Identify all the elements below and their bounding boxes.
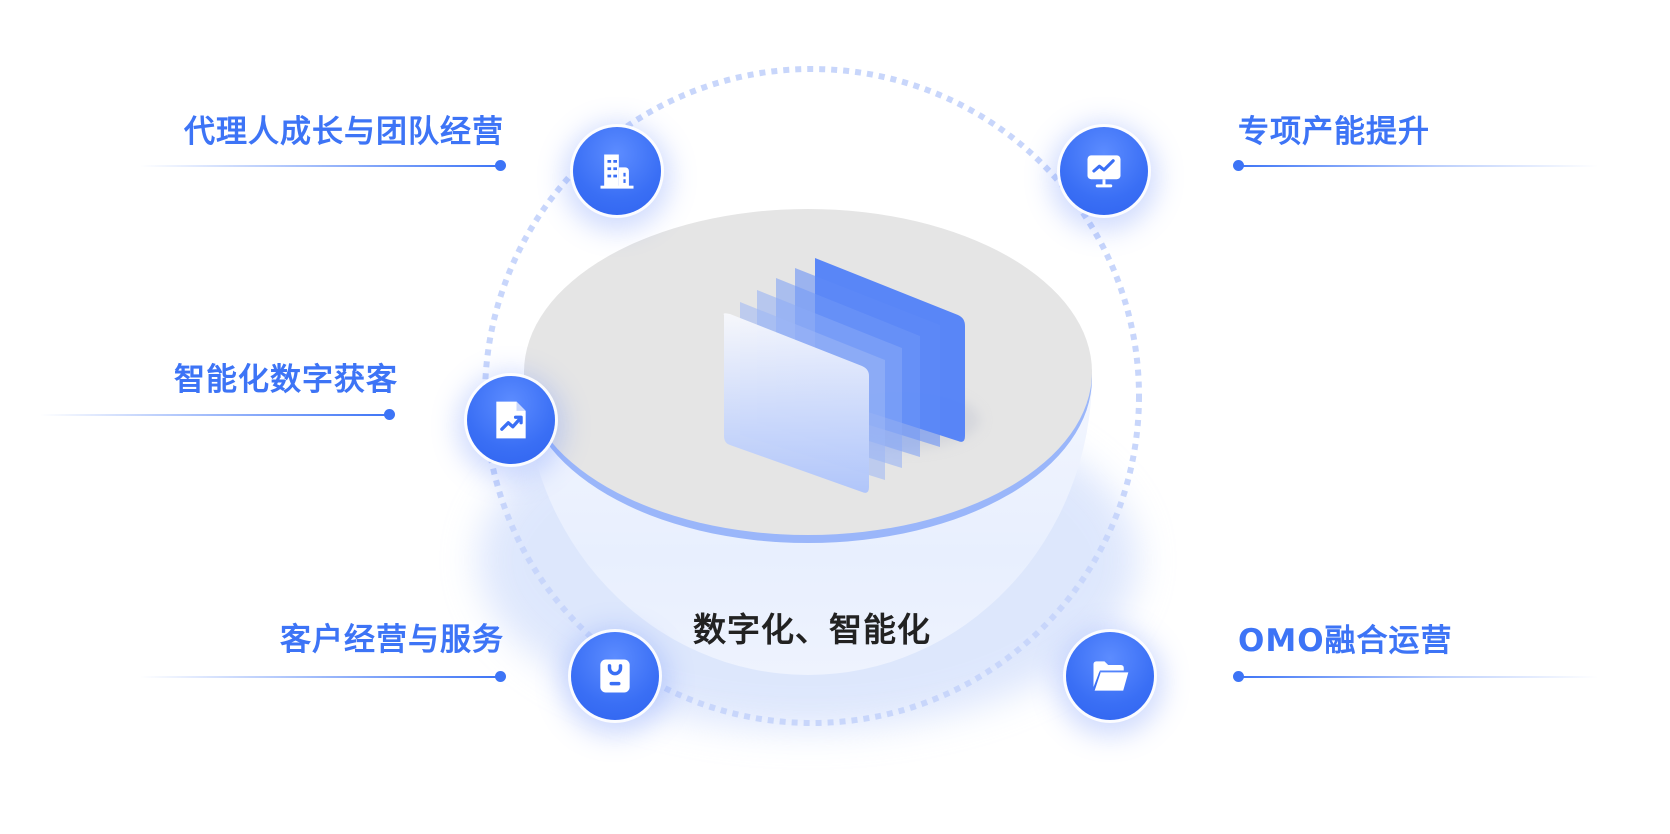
- connector-dot: [384, 409, 395, 420]
- connector-line: [140, 165, 500, 167]
- connector-line: [1238, 676, 1598, 678]
- building-icon: [600, 154, 634, 189]
- node-special-capacity[interactable]: [1060, 127, 1148, 215]
- layered-panels-graphic: [723, 258, 965, 493]
- label-customer-service: 客户经营与服务: [280, 622, 504, 658]
- label-smart-acquisition: 智能化数字获客: [174, 362, 398, 398]
- dotted-ring: [482, 66, 1142, 726]
- document-trend-icon: [496, 401, 526, 439]
- monitor-chart-icon: [1087, 155, 1121, 188]
- shopping-bag-icon: [600, 659, 630, 693]
- connector-line: [1238, 165, 1598, 167]
- node-agent-growth[interactable]: [573, 127, 661, 215]
- folder-open-icon: [1093, 661, 1129, 691]
- connector-dot: [495, 160, 506, 171]
- label-omo-operation: OMO融合运营: [1238, 623, 1453, 659]
- label-special-capacity: 专项产能提升: [1238, 114, 1430, 150]
- node-customer-service[interactable]: [571, 632, 659, 720]
- center-title: 数字化、智能化: [693, 610, 931, 649]
- node-omo-operation[interactable]: [1066, 632, 1154, 720]
- connector-dot: [495, 671, 506, 682]
- node-smart-acquisition[interactable]: [467, 376, 555, 464]
- label-agent-growth: 代理人成长与团队经营: [184, 114, 504, 150]
- connector-line: [40, 414, 390, 416]
- connector-line: [140, 676, 500, 678]
